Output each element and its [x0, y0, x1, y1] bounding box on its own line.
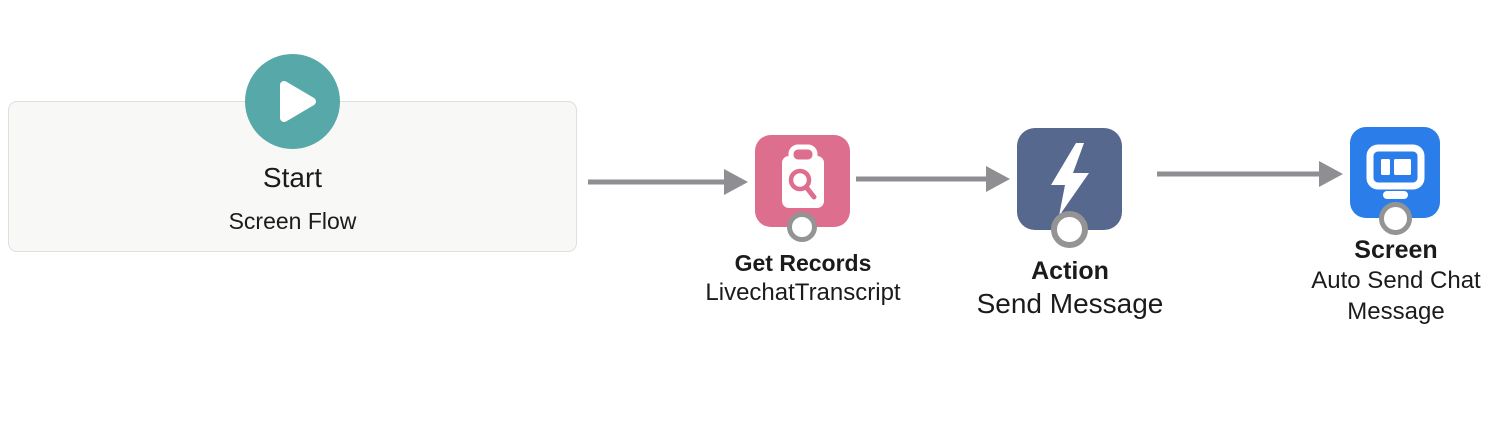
connector-start-to-get-records[interactable] — [588, 169, 748, 195]
screen-label: Screen Auto Send Chat Message — [1280, 235, 1500, 327]
action-label: Action Send Message — [920, 256, 1220, 322]
connector-action-to-screen[interactable] — [1157, 161, 1343, 187]
screen-connection-point[interactable] — [1379, 202, 1412, 235]
action-subtitle: Send Message — [976, 288, 1164, 319]
start-node-title: Start — [262, 162, 323, 193]
get-records-title: Get Records — [734, 250, 872, 276]
action-title: Action — [1031, 257, 1109, 285]
lightning-bolt-icon — [1051, 143, 1089, 216]
start-play-button[interactable] — [245, 54, 340, 149]
get-records-subtitle: LivechatTranscript — [705, 279, 901, 306]
screen-subtitle: Auto Send Chat Message — [1311, 267, 1481, 325]
screen-title: Screen — [1354, 236, 1438, 264]
get-records-label: Get Records LivechatTranscript — [653, 249, 953, 308]
action-connection-point[interactable] — [1051, 211, 1088, 248]
get-records-connection-point[interactable] — [787, 212, 817, 242]
get-records-node[interactable] — [755, 135, 850, 227]
start-node-subtitle: Screen Flow — [228, 208, 357, 234]
record-lookup-clipboard-icon — [782, 144, 824, 208]
connector-get-records-to-action[interactable] — [856, 166, 1010, 192]
play-icon — [280, 81, 316, 122]
screen-monitor-icon — [1366, 144, 1425, 199]
action-node[interactable] — [1017, 128, 1122, 230]
